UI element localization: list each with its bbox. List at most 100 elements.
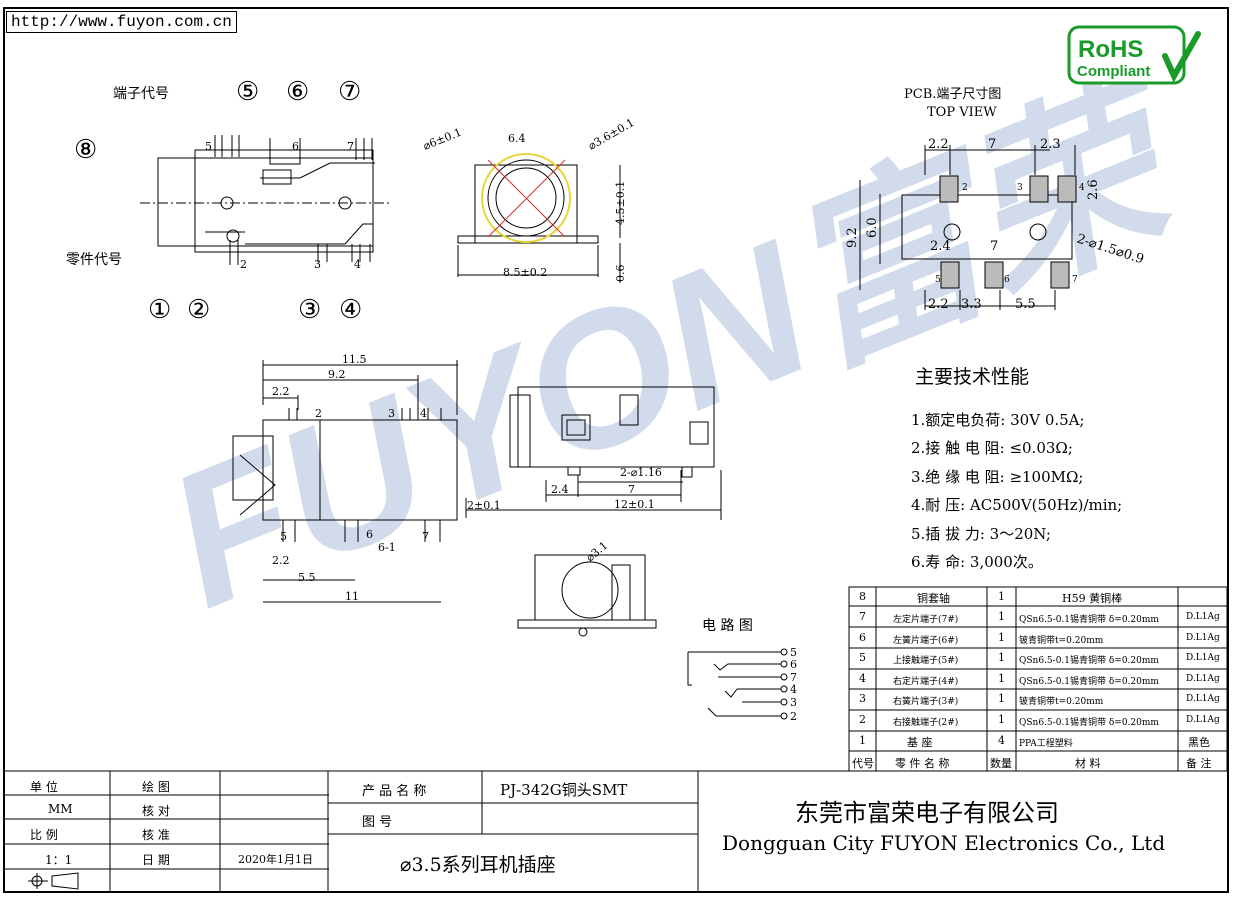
svg-text:8.5±0.2: 8.5±0.2 [503, 266, 547, 279]
svg-text:④: ④ [339, 295, 362, 325]
pcb-pin-labels: 2 3 4 5 6 7 [935, 183, 1085, 285]
svg-text:6: 6 [790, 658, 797, 671]
rear-view [517, 554, 657, 637]
svg-text:RoHS: RoHS [1078, 36, 1143, 63]
circled-numbers: ⑤ ⑥ ⑦ ⑧ ① ② ③ ④ [74, 77, 362, 325]
svg-text:5: 5 [280, 530, 287, 543]
title-block-grid [4, 770, 1228, 892]
svg-text:4.5±0.1: 4.5±0.1 [614, 181, 627, 225]
bom-part: 右接触端子(2#) [893, 718, 959, 728]
bom-code: 1 [859, 734, 866, 747]
svg-text:2±0.1: 2±0.1 [467, 499, 501, 512]
terminal-code-label: 端子代号 [113, 86, 169, 102]
bom-material: QSn6.5-0.1锡青铜带 δ=0.20mm [1019, 718, 1159, 728]
bom-header: 备 注 [1186, 757, 1212, 770]
svg-text:5: 5 [790, 646, 797, 659]
specs-title: 主要技术性能 [915, 366, 1030, 388]
bom-note: D.L1Ag [1186, 653, 1220, 663]
part-code-label: 零件代号 [66, 252, 122, 268]
bom-note: D.L1Ag [1186, 612, 1220, 622]
circuit-title: 电 路 图 [702, 618, 753, 634]
product-name-label: 产 品 名 称 [362, 784, 427, 799]
bom-material: 铍青铜带t=0.20mm [1019, 697, 1104, 707]
spec-item: 6.寿 命: 3,000次。 [911, 553, 1043, 571]
approve-label: 核 准 [142, 828, 170, 842]
bom-part: 上接触端子(5#) [893, 656, 959, 666]
bom-note: D.L1Ag [1186, 715, 1220, 725]
bom-qty: 4 [998, 734, 1005, 747]
svg-text:2.2: 2.2 [272, 385, 290, 398]
svg-text:12±0.1: 12±0.1 [614, 498, 655, 511]
bom-code: 5 [859, 651, 866, 664]
bom-qty: 1 [998, 672, 1005, 685]
bom-note: D.L1Ag [1186, 674, 1220, 684]
bom-code: 4 [859, 672, 866, 685]
svg-text:6.4: 6.4 [508, 132, 526, 145]
bom-part: 左定片端子(7#) [893, 615, 959, 625]
bom-code: 2 [859, 713, 866, 726]
svg-text:2.6: 2.6 [1086, 179, 1101, 200]
svg-text:2-⌀1.16: 2-⌀1.16 [620, 466, 662, 479]
check-label: 核 对 [142, 804, 170, 818]
bom-note: 黑色 [1188, 736, 1210, 749]
svg-text:Compliant: Compliant [1077, 63, 1150, 80]
spec-item: 1.额定电负荷: 30V 0.5A; [911, 411, 1085, 429]
rohs-logo: RoHS Compliant [1067, 25, 1201, 85]
svg-text:3: 3 [1017, 183, 1023, 193]
svg-text:①: ① [148, 295, 171, 325]
bottom-view [465, 386, 722, 520]
bom-code: 8 [859, 590, 866, 603]
svg-text:7: 7 [990, 239, 998, 254]
svg-text:2.4: 2.4 [930, 239, 951, 254]
bom-note: D.L1Ag [1186, 694, 1220, 704]
svg-text:4: 4 [420, 407, 427, 420]
bom-material: QSn6.5-0.1锡青铜带 δ=0.20mm [1019, 677, 1159, 687]
svg-text:6: 6 [292, 140, 299, 153]
svg-text:2: 2 [790, 710, 797, 723]
scale-value: 1：1 [45, 853, 73, 867]
pcb-subtitle: TOP VIEW [927, 105, 997, 120]
bom-qty: 1 [998, 590, 1005, 603]
bom-part: 基 座 [907, 736, 933, 749]
side-view [232, 360, 458, 603]
svg-text:5.5: 5.5 [1015, 297, 1036, 312]
circuit-diagram [687, 648, 788, 720]
front-view [457, 153, 621, 283]
spec-item: 3.绝 缘 电 阻: ≥100MΩ; [911, 468, 1084, 486]
unit-value: MM [48, 802, 73, 816]
svg-text:3: 3 [314, 258, 321, 271]
pcb-view [859, 145, 1077, 310]
bom-header: 材 料 [1075, 757, 1101, 770]
svg-text:11.5: 11.5 [342, 353, 367, 366]
svg-text:2.4: 2.4 [551, 483, 569, 496]
svg-text:7: 7 [628, 483, 635, 496]
svg-text:2.2: 2.2 [928, 297, 949, 312]
svg-text:7: 7 [988, 137, 996, 152]
svg-text:6: 6 [366, 528, 373, 541]
svg-text:9.2: 9.2 [328, 368, 346, 381]
pcb-title: PCB.端子尺寸图 [904, 87, 1001, 102]
top-left-view [140, 135, 390, 265]
product-name-value: PJ-342G铜头SMT [500, 781, 628, 799]
svg-text:⑤: ⑤ [236, 77, 259, 107]
svg-text:7: 7 [790, 671, 797, 684]
company-name-cn: 东莞市富荣电子有限公司 [795, 799, 1059, 827]
bom-qty: 1 [998, 631, 1005, 644]
unit-label: 单 位 [30, 780, 58, 794]
spec-item: 4.耐 压: AC500V(50Hz)/min; [911, 496, 1123, 514]
spec-item: 5.插 拔 力: 3～20N; [911, 525, 1051, 543]
date-label: 日 期 [142, 853, 170, 867]
bom-code: 3 [859, 692, 866, 705]
svg-text:3: 3 [790, 696, 797, 709]
svg-text:4: 4 [354, 258, 361, 271]
svg-text:⑧: ⑧ [74, 135, 97, 165]
svg-text:6.0: 6.0 [865, 217, 880, 238]
website-url[interactable]: http://www.fuyon.com.cn [6, 11, 237, 33]
bom-material: PPA工程塑料 [1019, 739, 1073, 749]
bom-qty: 1 [998, 692, 1005, 705]
svg-text:⑦: ⑦ [338, 77, 361, 107]
svg-text:③: ③ [298, 295, 321, 325]
svg-text:2: 2 [240, 258, 247, 271]
